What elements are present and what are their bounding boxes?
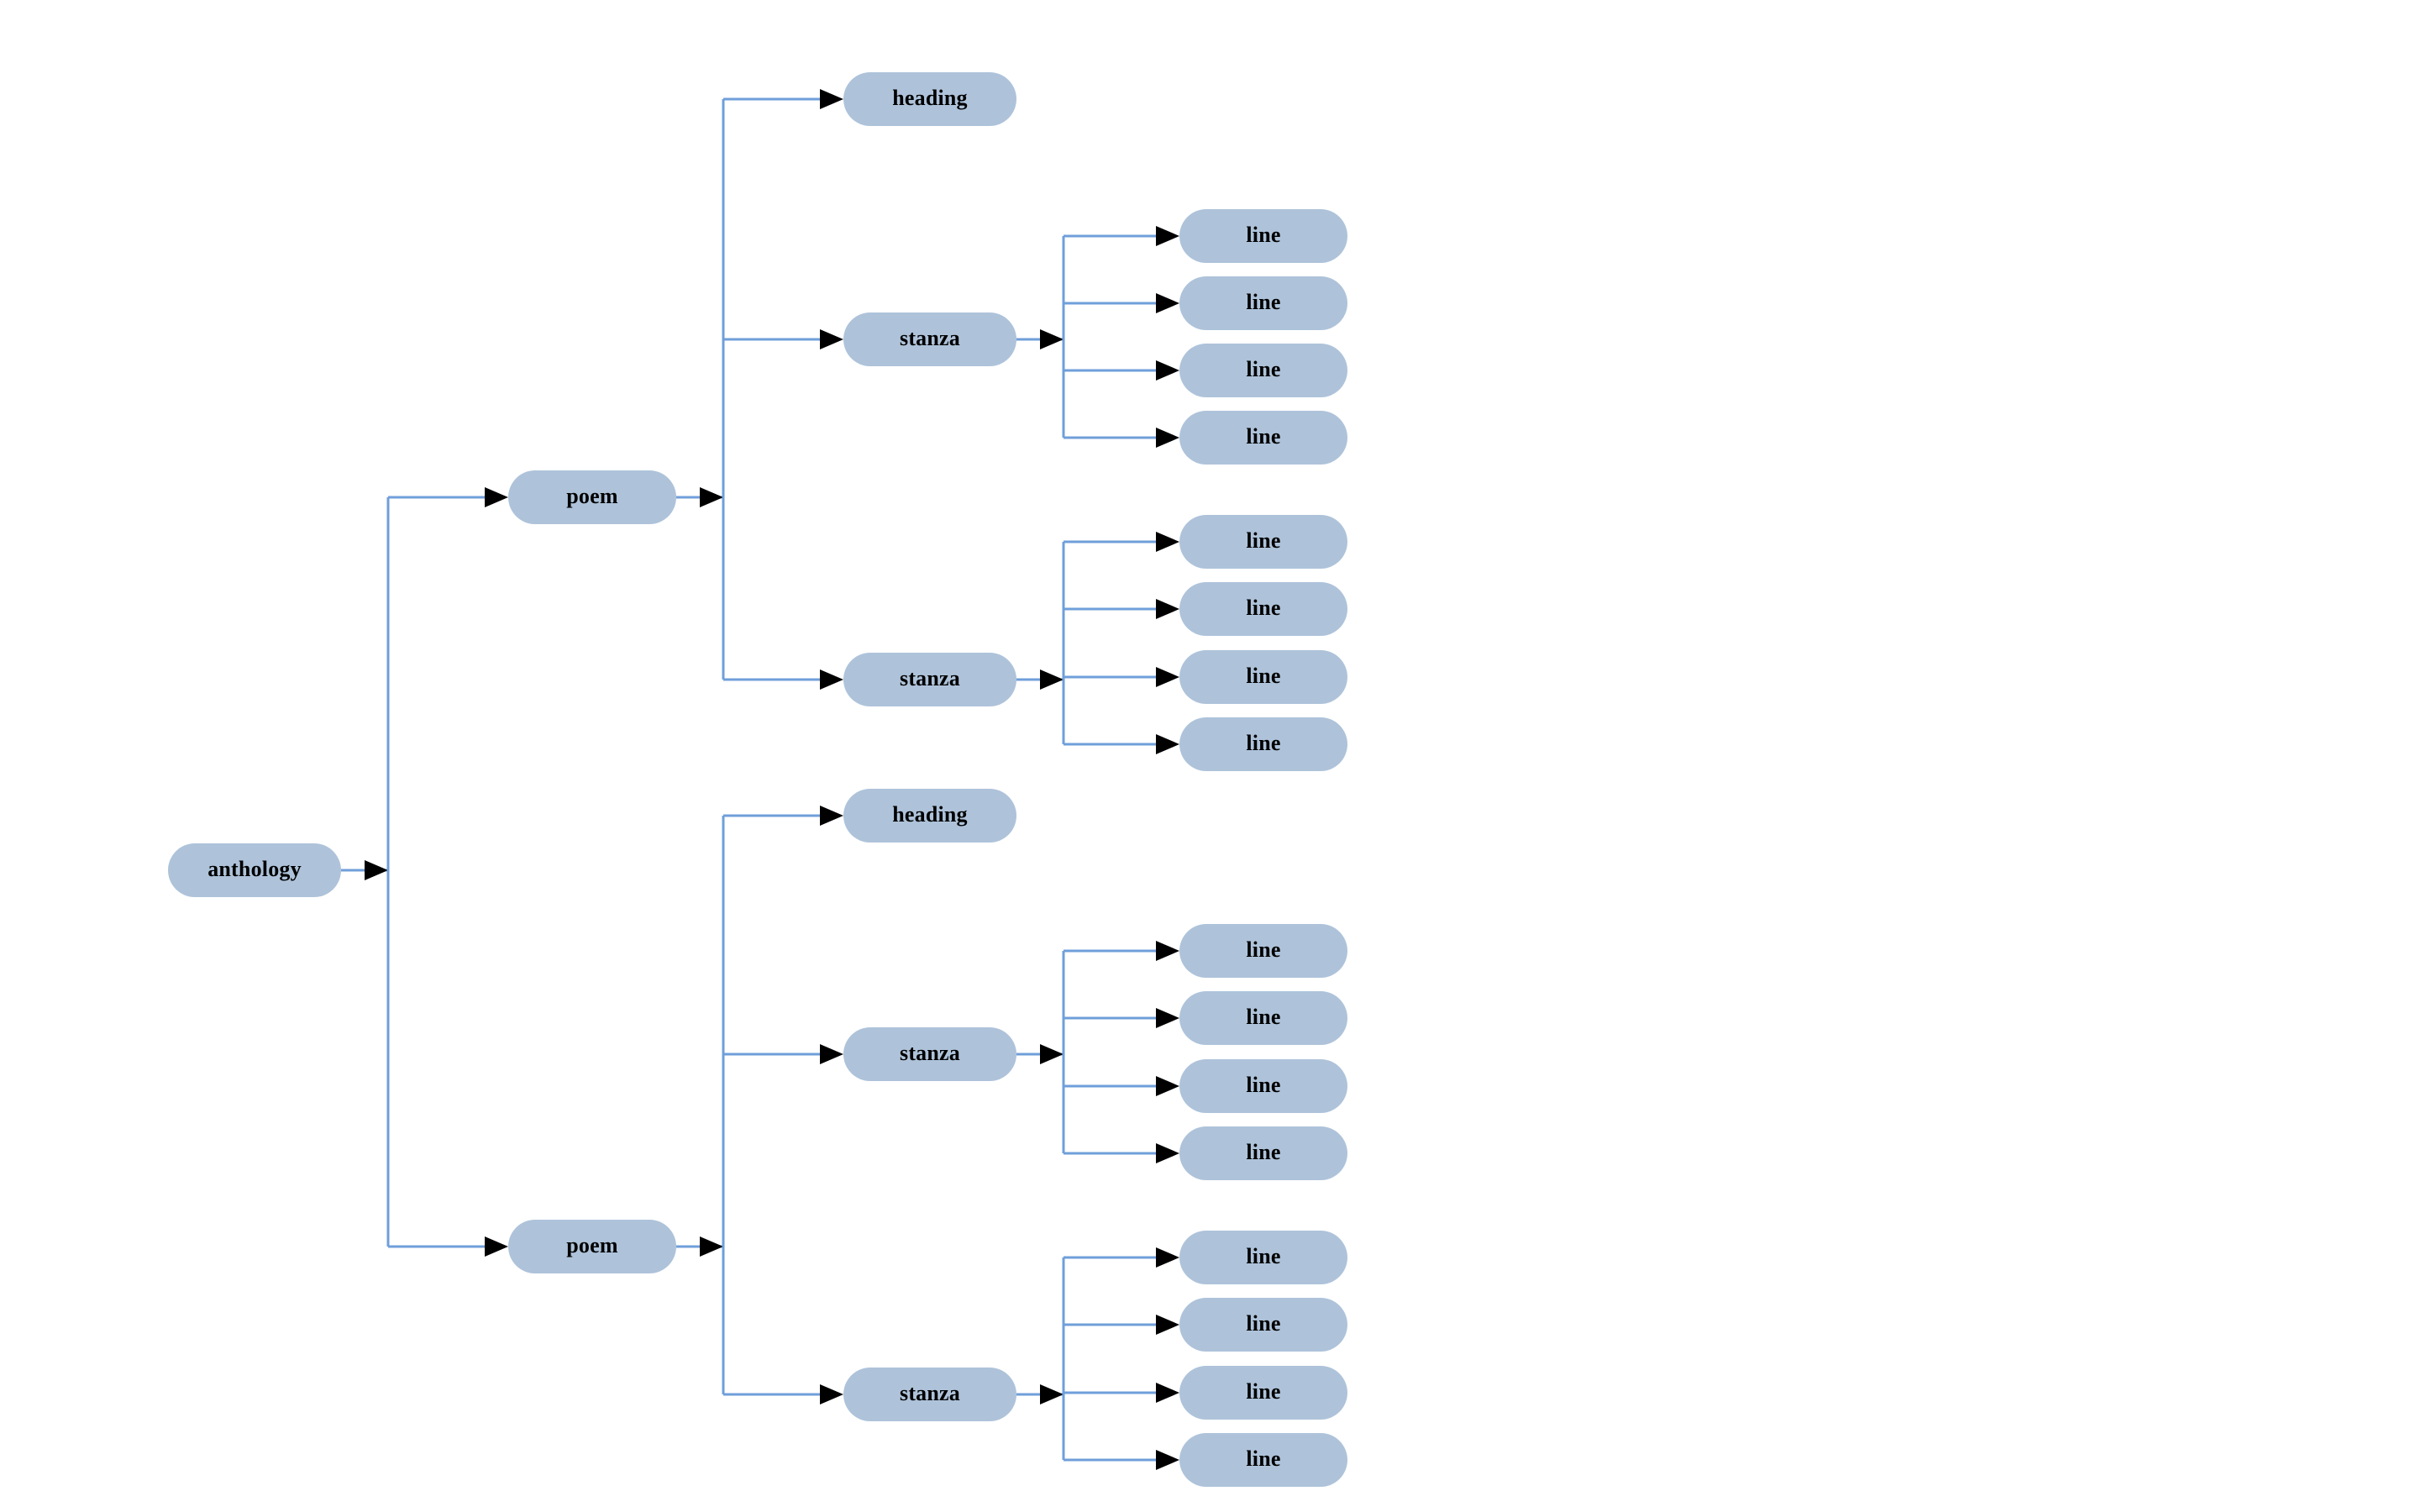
- arrowhead-anthology-trunk: [365, 860, 388, 880]
- node-label: line: [1246, 1073, 1281, 1097]
- arrowhead-p2s1-line3: [1156, 1076, 1179, 1096]
- edge-group-p1-stanza2: [1016, 532, 1179, 754]
- arrowhead-p2s2-line1: [1156, 1247, 1179, 1268]
- node-label: heading: [892, 802, 968, 827]
- arrowhead-p1s1-line1: [1156, 226, 1179, 246]
- arrowhead-p2s2-line2: [1156, 1315, 1179, 1335]
- node-p2-stanza1[interactable]: stanza: [843, 1027, 1016, 1081]
- arrowhead-p2-heading: [820, 806, 843, 826]
- node-poem2[interactable]: poem: [508, 1220, 676, 1273]
- arrowhead-p2s2-line3: [1156, 1383, 1179, 1403]
- node-label: line: [1246, 1140, 1281, 1164]
- arrowhead-poem2-trunk: [700, 1236, 723, 1257]
- node-p1s1-line1[interactable]: line: [1179, 209, 1347, 263]
- arrowhead-p1s2-line2: [1156, 599, 1179, 619]
- node-label: line: [1246, 1005, 1281, 1029]
- arrowhead-p1-stanza2: [820, 669, 843, 690]
- arrowhead-poem2: [485, 1236, 508, 1257]
- node-p2s1-line1[interactable]: line: [1179, 924, 1347, 978]
- arrowhead-p1-stanza1-trunk: [1040, 329, 1064, 349]
- node-label: line: [1246, 1446, 1281, 1471]
- node-p2s1-line4[interactable]: line: [1179, 1126, 1347, 1180]
- arrowhead-p1-stanza1: [820, 329, 843, 349]
- node-label: line: [1246, 357, 1281, 381]
- node-label: stanza: [900, 1041, 960, 1065]
- arrowhead-p1s2-line1: [1156, 532, 1179, 552]
- arrowhead-p2s2-line4: [1156, 1450, 1179, 1470]
- node-p1s2-line4[interactable]: line: [1179, 717, 1347, 771]
- node-p2s1-line3[interactable]: line: [1179, 1059, 1347, 1113]
- node-p2-stanza2[interactable]: stanza: [843, 1368, 1016, 1421]
- arrowhead-p2s1-line1: [1156, 941, 1179, 961]
- arrowhead-p1-heading: [820, 89, 843, 109]
- node-label: line: [1246, 1244, 1281, 1268]
- arrowhead-p1s2-line3: [1156, 667, 1179, 687]
- node-label: line: [1246, 1379, 1281, 1404]
- node-label: line: [1246, 937, 1281, 962]
- node-label: line: [1246, 731, 1281, 755]
- node-p1s1-line4[interactable]: line: [1179, 411, 1347, 465]
- arrowhead-p2-stanza1: [820, 1044, 843, 1064]
- node-p1s1-line2[interactable]: line: [1179, 276, 1347, 330]
- node-label: line: [1246, 424, 1281, 449]
- node-label: stanza: [900, 1381, 960, 1405]
- node-p2s2-line3[interactable]: line: [1179, 1366, 1347, 1420]
- node-label: line: [1246, 290, 1281, 314]
- node-p1-stanza1[interactable]: stanza: [843, 312, 1016, 366]
- arrowhead-p1s1-line4: [1156, 428, 1179, 448]
- node-label: line: [1246, 664, 1281, 688]
- node-label: stanza: [900, 326, 960, 350]
- edge-group-p1-stanza1: [1016, 226, 1179, 448]
- arrowhead-poem1: [485, 487, 508, 507]
- edge-group-poem2: [676, 806, 843, 1404]
- node-label: poem: [566, 484, 618, 508]
- arrowhead-p2s1-line2: [1156, 1008, 1179, 1028]
- node-p1s2-line2[interactable]: line: [1179, 582, 1347, 636]
- arrowhead-p2-stanza1-trunk: [1040, 1044, 1064, 1064]
- edge-group-p2-stanza2: [1016, 1247, 1179, 1470]
- edge-group-poem1: [676, 89, 843, 690]
- arrowhead-p1s1-line3: [1156, 360, 1179, 381]
- arrowhead-p2-stanza2-trunk: [1040, 1384, 1064, 1404]
- node-label: line: [1246, 596, 1281, 620]
- node-p2s2-line1[interactable]: line: [1179, 1231, 1347, 1284]
- arrowhead-p1s2-line4: [1156, 734, 1179, 754]
- node-p2s1-line2[interactable]: line: [1179, 991, 1347, 1045]
- node-p1s2-line3[interactable]: line: [1179, 650, 1347, 704]
- node-label: heading: [892, 86, 968, 110]
- node-p1s1-line3[interactable]: line: [1179, 344, 1347, 397]
- node-p2s2-line4[interactable]: line: [1179, 1433, 1347, 1487]
- node-anthology[interactable]: anthology: [168, 843, 341, 897]
- edge-group-anthology: [341, 487, 508, 1257]
- node-p1-stanza2[interactable]: stanza: [843, 653, 1016, 706]
- arrowhead-p1s1-line2: [1156, 293, 1179, 313]
- node-p2-heading[interactable]: heading: [843, 789, 1016, 843]
- node-label: line: [1246, 528, 1281, 553]
- arrowhead-poem1-trunk: [700, 487, 723, 507]
- edge-group-p2-stanza1: [1016, 941, 1179, 1163]
- node-label: line: [1246, 1311, 1281, 1336]
- node-label: poem: [566, 1233, 618, 1257]
- node-label: line: [1246, 223, 1281, 247]
- node-p1s2-line1[interactable]: line: [1179, 515, 1347, 569]
- arrowhead-p2-stanza2: [820, 1384, 843, 1404]
- node-label: stanza: [900, 666, 960, 690]
- arrowhead-p2s1-line4: [1156, 1143, 1179, 1163]
- node-p1-heading[interactable]: heading: [843, 72, 1016, 126]
- node-label: anthology: [207, 857, 302, 881]
- node-p2s2-line2[interactable]: line: [1179, 1298, 1347, 1352]
- node-poem1[interactable]: poem: [508, 470, 676, 524]
- arrowhead-p1-stanza2-trunk: [1040, 669, 1064, 690]
